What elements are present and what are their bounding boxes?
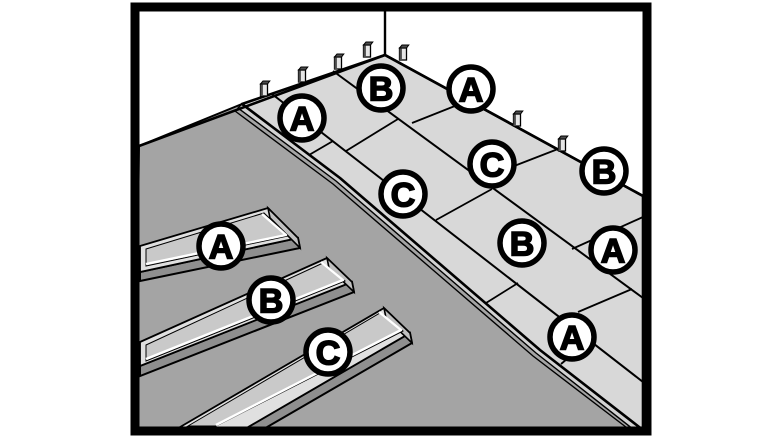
- label-letter: C: [316, 335, 341, 373]
- loose-plank-a-end-face: [266, 205, 302, 251]
- label-circle-c: C: [467, 139, 517, 189]
- label-letter: A: [290, 101, 315, 139]
- label-circle-c: C: [303, 327, 353, 377]
- figure-frame: [130, 2, 652, 436]
- spacer-side-face: [298, 70, 301, 82]
- label-ring: [579, 146, 629, 196]
- label-letter: A: [459, 72, 484, 110]
- label-circle-a: A: [547, 312, 597, 362]
- label-letter: B: [510, 226, 535, 264]
- label-ring: [378, 169, 428, 219]
- label-ring: [467, 139, 517, 189]
- label-circle-a: A: [277, 93, 327, 143]
- label-circle-b: B: [579, 146, 629, 196]
- loose-plank-a-highlight: [145, 213, 288, 266]
- label-letter: A: [601, 233, 626, 271]
- spacer-side-face: [513, 114, 516, 126]
- label-ring: [446, 64, 496, 114]
- spacer-blocks: [259, 41, 569, 152]
- spacer-block: [259, 80, 271, 97]
- spacer-block: [333, 53, 345, 70]
- loose-plank-b: [139, 255, 356, 378]
- spacer-top-face: [512, 110, 524, 115]
- label-ring: [246, 275, 296, 325]
- label-circle-b: B: [356, 63, 406, 113]
- label-ring: [356, 63, 406, 113]
- wall-left-baseline: [138, 53, 386, 148]
- label-ring: [196, 221, 246, 271]
- label-ring: [303, 327, 353, 377]
- label-circle-a: A: [588, 225, 638, 275]
- plank-end-joint: [308, 140, 334, 156]
- loose-plank-b-highlight: [145, 261, 345, 361]
- spacer-block: [512, 110, 524, 127]
- label-ring: [497, 218, 547, 268]
- spacer-block: [362, 41, 374, 58]
- loose-plank-c-highlight: [215, 311, 403, 427]
- spacer-top-face: [259, 80, 271, 85]
- label-circle-a: A: [196, 221, 246, 271]
- plank-end-joint: [345, 118, 399, 152]
- label-ring: [588, 225, 638, 275]
- spacer-side-face: [334, 57, 337, 69]
- label-letter: A: [209, 229, 234, 267]
- spacer-block: [297, 66, 309, 83]
- plank-end-joint: [435, 188, 493, 221]
- label-ring: [547, 312, 597, 362]
- label-circle-a: A: [446, 64, 496, 114]
- leading-edge-line: [234, 110, 636, 435]
- spacer-top-face: [557, 135, 569, 140]
- label-circle-b: B: [246, 275, 296, 325]
- spacer-side-face: [558, 139, 561, 151]
- label-ring: [277, 93, 327, 143]
- spacer-block: [398, 44, 410, 61]
- label-letter: B: [259, 283, 284, 321]
- spacer-side-face: [399, 48, 402, 60]
- loose-plank-b-end-face: [325, 255, 356, 295]
- spacer-side-face: [260, 84, 263, 96]
- label-letter: A: [560, 320, 585, 358]
- spacer-side-face: [363, 45, 366, 57]
- plank-end-joint: [577, 288, 633, 313]
- label-circle-c: C: [378, 169, 428, 219]
- label-letter: C: [480, 147, 505, 185]
- spacer-top-face: [362, 41, 374, 46]
- figure-frame-layer: [130, 2, 652, 436]
- label-letter: B: [369, 71, 394, 109]
- spacer-top-face: [297, 66, 309, 71]
- label-letter: C: [391, 177, 416, 215]
- plank-end-joint: [485, 282, 519, 304]
- spacer-top-face: [398, 44, 410, 49]
- spacer-block: [557, 135, 569, 152]
- loose-plank-c-end-face: [382, 305, 414, 346]
- label-letter: B: [592, 154, 617, 192]
- spacer-top-face: [333, 53, 345, 58]
- label-circle-b: B: [497, 218, 547, 268]
